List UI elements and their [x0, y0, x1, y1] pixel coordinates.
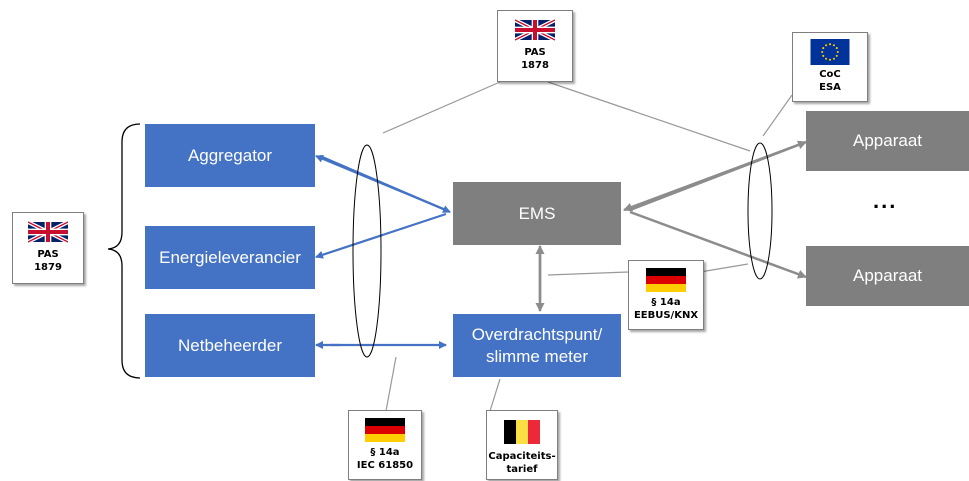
- device-box-1: Apparaat: [806, 111, 969, 171]
- standard-card-pas-1878: PAS 1878: [497, 10, 573, 82]
- ems-label: EMS: [518, 203, 556, 223]
- card-line-2: IEC 61850: [356, 460, 414, 471]
- callout-iec: [385, 356, 397, 412]
- more-devices-ellipsis: ...: [873, 188, 898, 213]
- standard-card-capacity-tariff: Capaciteits- tarief: [486, 410, 558, 480]
- aggregator-box: Aggregator: [145, 124, 315, 187]
- callout-pas1878-left: [382, 81, 501, 134]
- standard-card-14a-eebus-knx: § 14a EEBUS/KNX: [628, 260, 704, 330]
- card-line-2: ESA: [819, 82, 841, 93]
- card-text: PAS 1879: [34, 248, 62, 274]
- belgian-flag-icon: [504, 420, 540, 444]
- arrow-ems-to-device2: [629, 210, 807, 279]
- german-flag-icon: [646, 268, 686, 292]
- device-box-2: Apparaat: [806, 246, 969, 306]
- uk-flag-icon: [28, 220, 68, 244]
- card-text: § 14a IEC 61850: [357, 446, 413, 472]
- card-text: CoC ESA: [819, 68, 841, 94]
- uk-flag-icon: [515, 18, 555, 42]
- card-line-1: Capaciteits-: [488, 451, 556, 462]
- device-label-2: Apparaat: [853, 266, 922, 286]
- transfer-point-label: Overdrachtspunt/ slimme meter: [471, 325, 603, 366]
- grid-operator-label: Netbeheerder: [178, 335, 282, 355]
- card-line-2: 1878: [521, 60, 549, 71]
- card-text: Capaciteits- tarief: [488, 450, 555, 476]
- arrow-aggregator-to-ems: [319, 154, 451, 214]
- standard-card-pas-1879: PAS 1879: [12, 212, 84, 284]
- callout-capacity: [489, 378, 501, 412]
- grid-operator-box: Netbeheerder: [145, 314, 315, 377]
- callout-eebus-right: [699, 263, 749, 273]
- arrow-ems-to-device1: [629, 140, 807, 212]
- energy-supplier-box: Energieleverancier: [145, 226, 315, 289]
- interface-ellipse-right: [747, 142, 773, 280]
- standard-card-14a-iec-61850: § 14a IEC 61850: [348, 410, 422, 480]
- callout-eebus-left: [547, 271, 629, 276]
- card-line-1: § 14a: [651, 297, 681, 308]
- card-line-2: EEBUS/KNX: [633, 310, 699, 321]
- transfer-point-box: Overdrachtspunt/ slimme meter: [453, 314, 621, 377]
- card-line-2: 1879: [34, 262, 62, 273]
- eu-flag-icon: [810, 39, 850, 65]
- callout-coc: [762, 94, 793, 137]
- energy-supplier-label: Energieleverancier: [159, 247, 301, 267]
- german-flag-icon: [365, 418, 405, 442]
- interface-ellipse-left: [352, 144, 382, 358]
- group-brace: [107, 123, 141, 379]
- device-label-1: Apparaat: [853, 131, 922, 151]
- card-line-1: PAS: [524, 47, 546, 58]
- card-line-1: CoC: [819, 69, 841, 80]
- ems-box: EMS: [453, 182, 621, 245]
- card-text: PAS 1878: [521, 46, 549, 72]
- card-line-1: PAS: [37, 249, 59, 260]
- card-text: § 14a EEBUS/KNX: [634, 296, 698, 322]
- aggregator-label: Aggregator: [187, 145, 273, 165]
- callout-pas1878-right: [547, 81, 751, 152]
- card-line-2: tarief: [506, 464, 538, 475]
- card-line-1: § 14a: [370, 447, 400, 458]
- standard-card-coc-esa: CoC ESA: [792, 32, 868, 102]
